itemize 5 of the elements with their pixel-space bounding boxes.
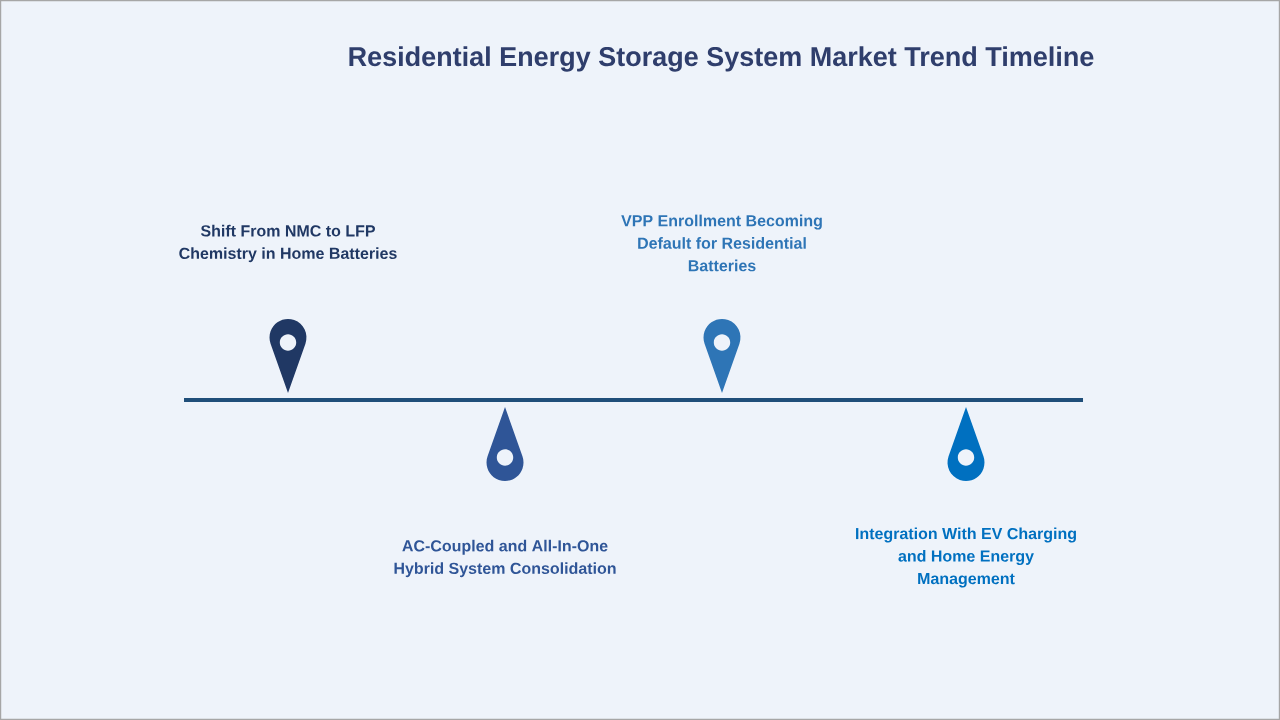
trend-label: AC-Coupled and All-In-One Hybrid System Consolidation — [394, 539, 616, 578]
trend-label: Shift From NMC to LFP Chemistry in Home Batteries — [179, 224, 397, 263]
trend-label: Integration With EV Charging and Home Energy Management — [856, 527, 1076, 588]
title: Residential Energy Storage System Market Trend Timeline — [349, 46, 1094, 72]
trend-label: VPP Enrollment Becoming Default for Residential Batteries — [621, 214, 822, 272]
